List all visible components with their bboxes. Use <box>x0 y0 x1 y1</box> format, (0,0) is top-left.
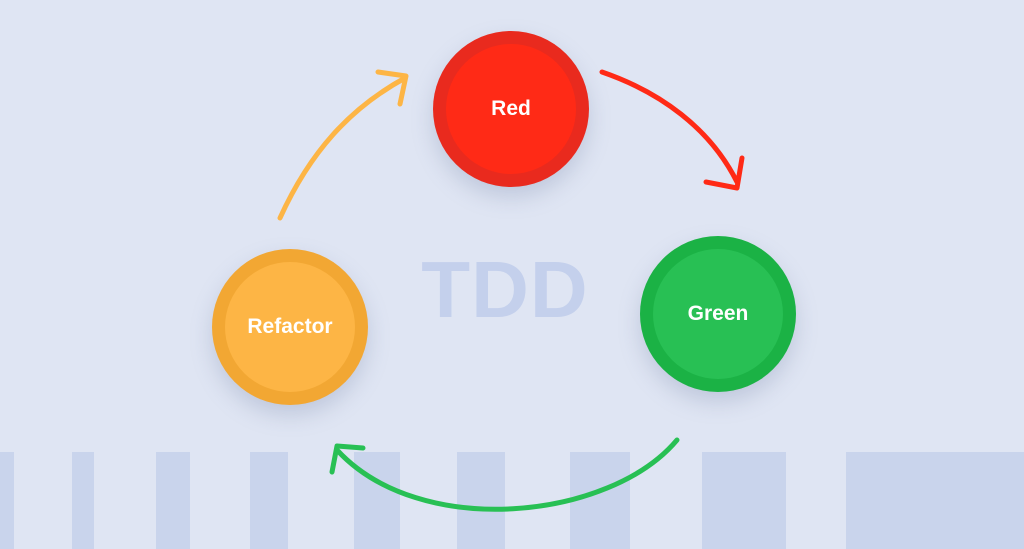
arrow-green-to-refactor-head <box>329 443 366 475</box>
stage-red-label: Red <box>491 97 531 120</box>
stage-refactor: Refactor <box>212 249 368 405</box>
arrow-red-to-green-head <box>703 155 745 191</box>
stage-green: Green <box>640 236 796 392</box>
stage-green-label: Green <box>687 302 749 325</box>
stage-refactor-label: Refactor <box>247 315 333 338</box>
background-stripe <box>846 452 1024 549</box>
stage-green-inner <box>653 249 783 379</box>
background-stripe <box>354 452 400 549</box>
stage-red: Red <box>433 31 589 187</box>
background-stripe <box>702 452 786 549</box>
arrow-refactor-to-red-head <box>375 69 409 107</box>
arrow-refactor-to-red <box>277 75 408 221</box>
arrow-green-to-refactor <box>334 437 680 512</box>
background-stripe <box>0 452 14 549</box>
background-stripe <box>570 452 630 549</box>
background-stripe <box>250 452 288 549</box>
background-stripe <box>72 452 94 549</box>
stage-refactor-inner <box>225 262 355 392</box>
background-stripe <box>156 452 190 549</box>
background-stripe <box>457 452 505 549</box>
stage-red-inner <box>446 44 576 174</box>
tdd-title: TDD <box>421 245 589 334</box>
arrow-red-to-green <box>599 69 740 185</box>
